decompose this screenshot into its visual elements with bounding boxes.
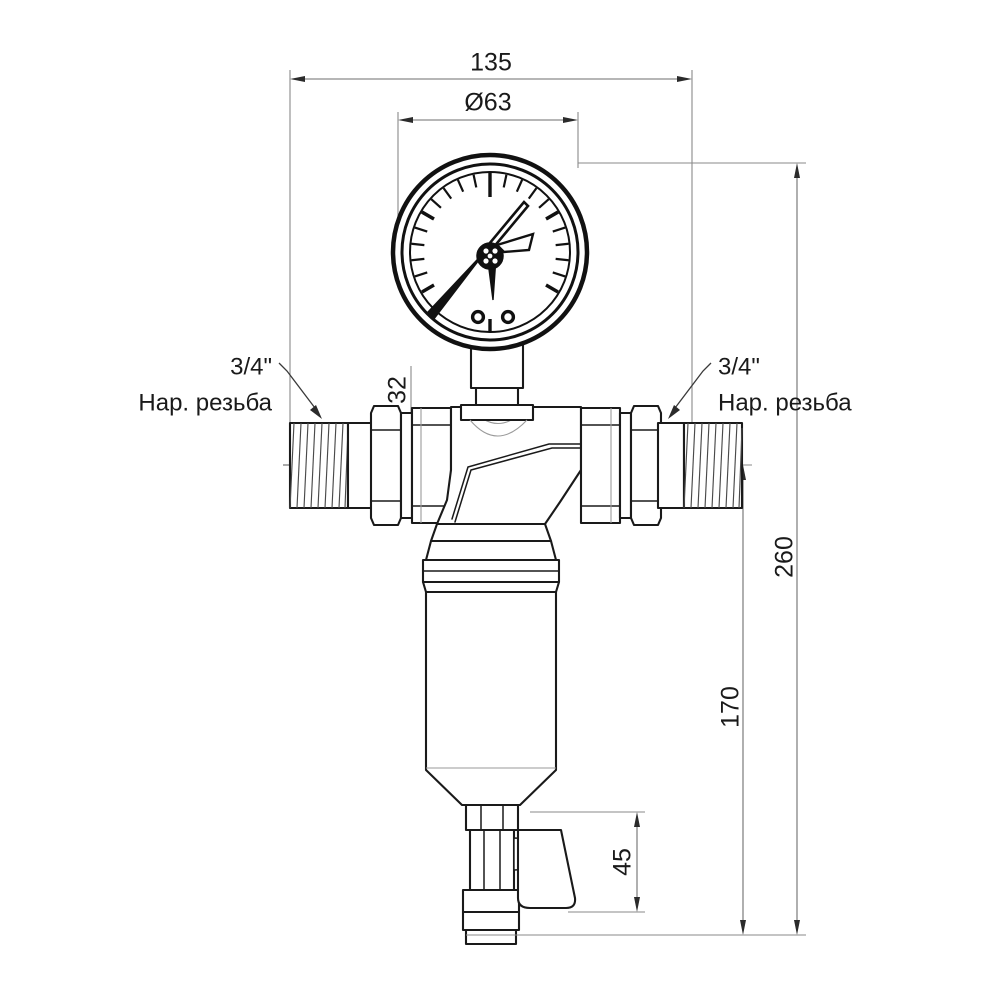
drain-handle (516, 828, 577, 910)
gauge-dial-hole-left (470, 309, 486, 325)
pressure-gauge (390, 152, 590, 352)
dimension-drain-handle-height: 45 (530, 811, 645, 913)
left-thread-type-label: Нар. резьба (138, 389, 272, 416)
dimension-overall-width-label: 135 (470, 49, 512, 77)
dimension-drain-handle-height-label: 45 (609, 848, 637, 876)
left-male-thread (288, 421, 376, 510)
filter-bowl (424, 590, 558, 807)
right-union-nut (579, 404, 663, 527)
filter-body (435, 405, 588, 526)
left-union-nut (369, 404, 453, 527)
dimension-body-to-bottom: 170 (678, 464, 752, 935)
dimension-overall-width: 135 (289, 49, 693, 440)
dimension-gauge-stem-height-label: 32 (384, 376, 412, 404)
left-thread-size-label: 3/4" (230, 353, 272, 380)
right-thread-type-label: Нар. резьба (718, 389, 852, 416)
dimension-gauge-diameter-label: Ø63 (464, 89, 511, 117)
right-male-thread (656, 421, 744, 510)
right-thread-size-label: 3/4" (718, 353, 760, 380)
bowl-collar (421, 522, 561, 594)
dimension-gauge-diameter: Ø63 (397, 89, 579, 250)
gauge-dial-hole-right (500, 309, 516, 325)
right-thread-callout: 3/4" Нар. резьба (668, 353, 852, 419)
left-thread-callout: 3/4" Нар. резьба (138, 353, 322, 419)
dimension-overall-height-label: 260 (771, 536, 799, 578)
gauge-tick-marks (411, 172, 569, 332)
dimension-body-to-bottom-label: 170 (717, 686, 745, 728)
